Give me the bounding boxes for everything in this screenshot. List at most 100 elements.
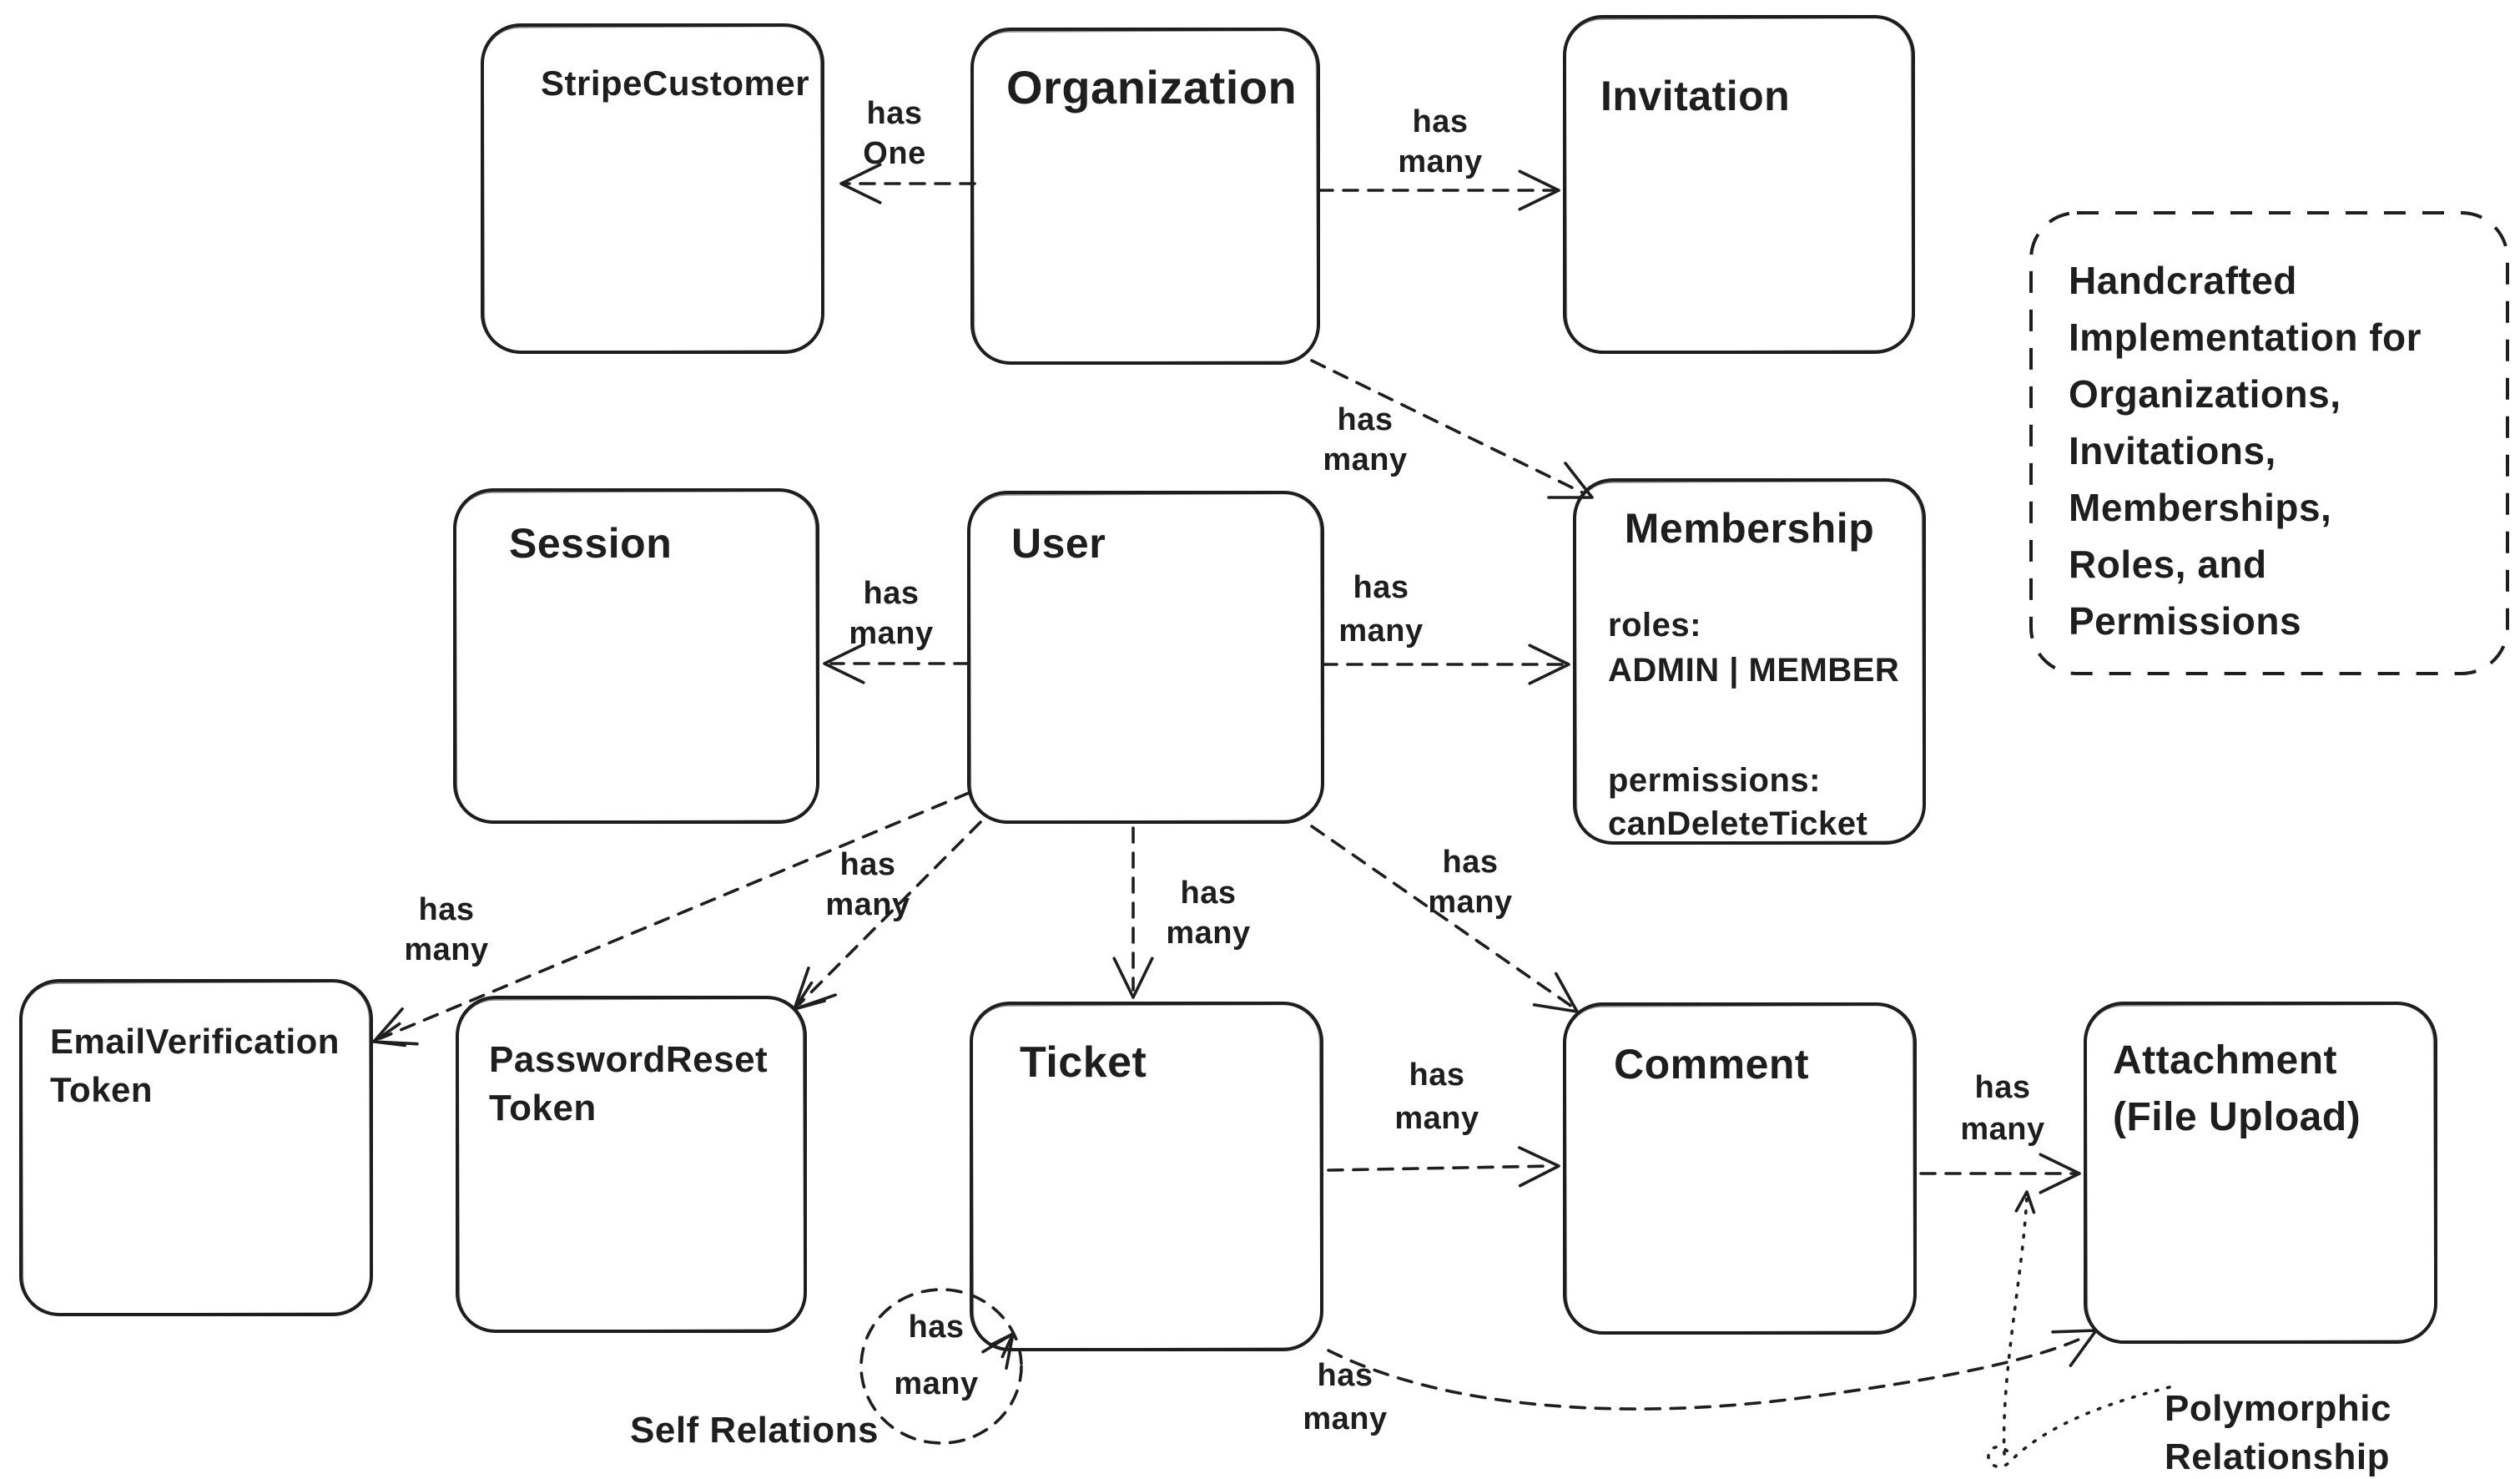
edge-comment-attachment-label: many	[1960, 1112, 2044, 1147]
edge-user-emailverificationtoken-label: many	[404, 932, 488, 967]
entity-password-reset-token-title: PasswordReset	[489, 1039, 768, 1080]
entity-membership-field-3: canDeleteTicket	[1608, 805, 1867, 842]
entity-membership-field-1: ADMIN | MEMBER	[1608, 652, 1899, 689]
note-box-border	[2029, 211, 2509, 675]
entity-invitation-box	[1563, 15, 1915, 354]
note-text-line: Organizations,	[2069, 372, 2341, 416]
edge-organization-membership: has many	[1310, 359, 1594, 499]
edge-user-comment: has many	[1310, 825, 1579, 1013]
note-text-line: Memberships,	[2069, 486, 2331, 529]
note-text-line: Roles, and	[2069, 543, 2267, 586]
edge-organization-invitation-label: many	[1398, 144, 1482, 179]
entity-attachment-title: Attachment	[2113, 1038, 2337, 1083]
edge-ticket-attachment-label: many	[1303, 1401, 1387, 1436]
entity-stripe-customer-title: StripeCustomer	[541, 63, 809, 103]
entity-membership-title: Membership	[1625, 505, 1875, 552]
entity-password-reset-token-title: Token	[489, 1088, 597, 1128]
polymorphic-connector-1	[1987, 1386, 2171, 1468]
edge-ticket-comment-label: has	[1409, 1058, 1465, 1093]
entity-invitation-box-sketch	[1564, 17, 1914, 353]
edge-organization-membership-label: has	[1338, 402, 1394, 437]
edge-organization-stripecustomer-label: has	[867, 96, 923, 131]
entity-attachment-box-sketch	[2084, 1003, 2437, 1343]
arrowhead-user-ticket	[1112, 957, 1154, 999]
entity-session: Session	[453, 488, 819, 824]
entity-user-title: User	[1011, 520, 1106, 567]
edge-user-emailverificationtoken: has many	[372, 791, 970, 1047]
entity-session-title: Session	[509, 520, 672, 567]
edge-organization-invitation: has many	[1317, 104, 1560, 211]
arrowhead-polymorphic-connector-2	[2014, 1190, 2036, 1214]
edge-ticket-attachment-line	[1327, 1334, 2089, 1411]
edge-ticket-comment-line	[1327, 1164, 1554, 1172]
entity-email-verification-token-title: Token	[50, 1070, 153, 1109]
entity-attachment: Attachment (File Upload)	[2084, 1002, 2437, 1344]
note-text-line: Implementation for	[2069, 315, 2422, 359]
edge-user-emailverificationtoken-label: has	[419, 892, 475, 927]
edge-user-comment-label: many	[1428, 885, 1512, 920]
arrowhead-user-comment	[1532, 972, 1579, 1013]
arrowhead-organization-invitation	[1518, 169, 1560, 211]
self-relations-label-text: Self Relations	[630, 1410, 879, 1451]
entity-stripe-customer: StripeCustomer	[481, 23, 824, 354]
polymorphic-connector-1-line	[1987, 1386, 2171, 1468]
entity-email-verification-token-title: EmailVerification	[50, 1022, 340, 1061]
entity-ticket: Ticket	[970, 1002, 1323, 1351]
entity-user-box-sketch	[968, 492, 1323, 823]
edge-organization-invitation-label: has	[1413, 104, 1469, 139]
entity-organization: Organization	[970, 28, 1320, 365]
arrowhead-user-emailverificationtoken	[372, 1007, 419, 1047]
entity-comment-title: Comment	[1614, 1041, 1809, 1088]
edge-ticket-attachment-label: has	[1318, 1358, 1373, 1393]
entity-invitation-title: Invitation	[1600, 73, 1790, 119]
entity-comment-box-sketch	[1564, 1004, 1916, 1334]
edge-organization-stripecustomer-label: One	[863, 136, 925, 171]
arrowhead-ticket-ticket	[981, 1332, 1015, 1370]
edge-user-session-label: has	[864, 576, 920, 611]
edge-organization-membership-line	[1310, 359, 1585, 495]
entity-password-reset-token-box-sketch	[456, 997, 806, 1332]
edge-user-ticket-label: has	[1181, 876, 1237, 911]
entity-session-box-sketch	[454, 490, 819, 823]
entity-ticket-title: Ticket	[1020, 1038, 1147, 1087]
edge-user-ticket: has many	[1112, 826, 1250, 999]
entity-email-verification-token-box-sketch	[20, 981, 372, 1315]
arrowhead-user-passwordresettoken	[793, 967, 837, 1011]
edge-ticket-ticket-label: many	[894, 1366, 978, 1401]
edge-user-membership-label: has	[1353, 570, 1409, 605]
edge-user-comment-line	[1310, 825, 1574, 1008]
edge-user-ticket-label: many	[1166, 916, 1250, 951]
edge-user-passwordresettoken-label: many	[825, 887, 910, 922]
arrowhead-ticket-comment	[1518, 1146, 1560, 1188]
edge-ticket-attachment: has many	[1303, 1329, 2098, 1436]
edge-user-emailverificationtoken-line	[379, 791, 970, 1040]
entity-invitation: Invitation	[1563, 15, 1915, 354]
entity-membership-field-2: permissions:	[1608, 762, 1821, 799]
arrowhead-comment-attachment	[2039, 1153, 2081, 1194]
entity-membership-field-0: roles:	[1608, 607, 1701, 644]
note-text-line: Permissions	[2069, 599, 2301, 643]
polymorphic-connector-2-line	[2002, 1195, 2029, 1456]
arrowhead-user-membership	[1528, 644, 1570, 685]
arrowhead-ticket-attachment	[2051, 1329, 2098, 1367]
edge-organization-membership-label: many	[1323, 442, 1407, 477]
polymorphic-connector-2	[2002, 1190, 2036, 1456]
entity-organization-title: Organization	[1006, 61, 1297, 114]
entity-ticket-box-sketch	[970, 1003, 1323, 1350]
polymorphic-relationship-label-text: Polymorphic	[2165, 1388, 2391, 1429]
self-relations-label: Self Relations	[630, 1410, 879, 1451]
entity-attachment-title: (File Upload)	[2113, 1095, 2361, 1139]
edge-user-comment-label: has	[1443, 845, 1499, 880]
entity-stripe-customer-box-sketch	[481, 25, 824, 353]
